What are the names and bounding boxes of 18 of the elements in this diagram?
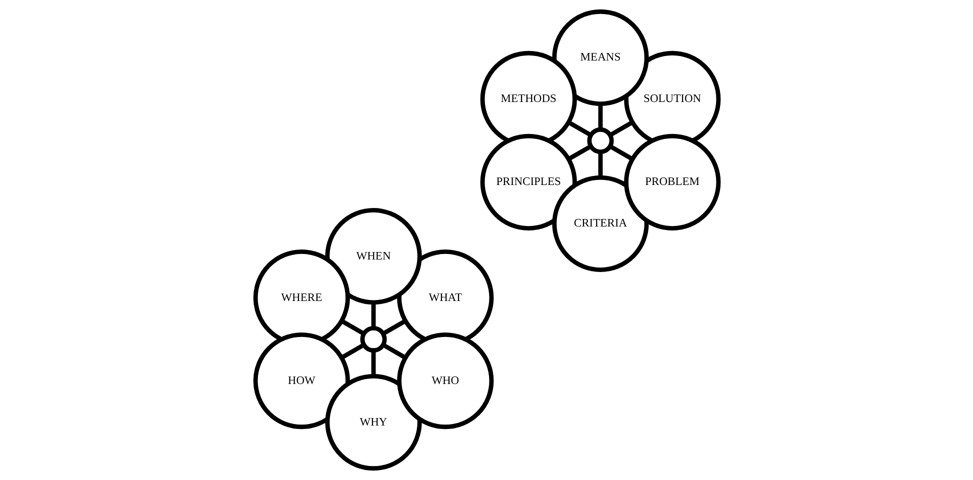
connector	[608, 120, 633, 138]
connector	[382, 342, 406, 360]
node-circle: WHY	[324, 374, 422, 471]
connector	[567, 120, 592, 138]
node-circle	[586, 127, 614, 154]
connector	[598, 104, 602, 130]
connector	[340, 342, 364, 360]
node-circle: WHO	[396, 332, 494, 430]
connector	[567, 144, 592, 161]
connector	[598, 152, 602, 178]
connector	[608, 144, 633, 161]
node-circle: HOW	[252, 332, 350, 430]
connector	[370, 302, 376, 328]
connector	[382, 319, 406, 336]
node-circle	[360, 326, 386, 353]
connector	[370, 350, 376, 376]
connector	[340, 319, 364, 336]
node-circle: WHEN	[324, 208, 422, 305]
